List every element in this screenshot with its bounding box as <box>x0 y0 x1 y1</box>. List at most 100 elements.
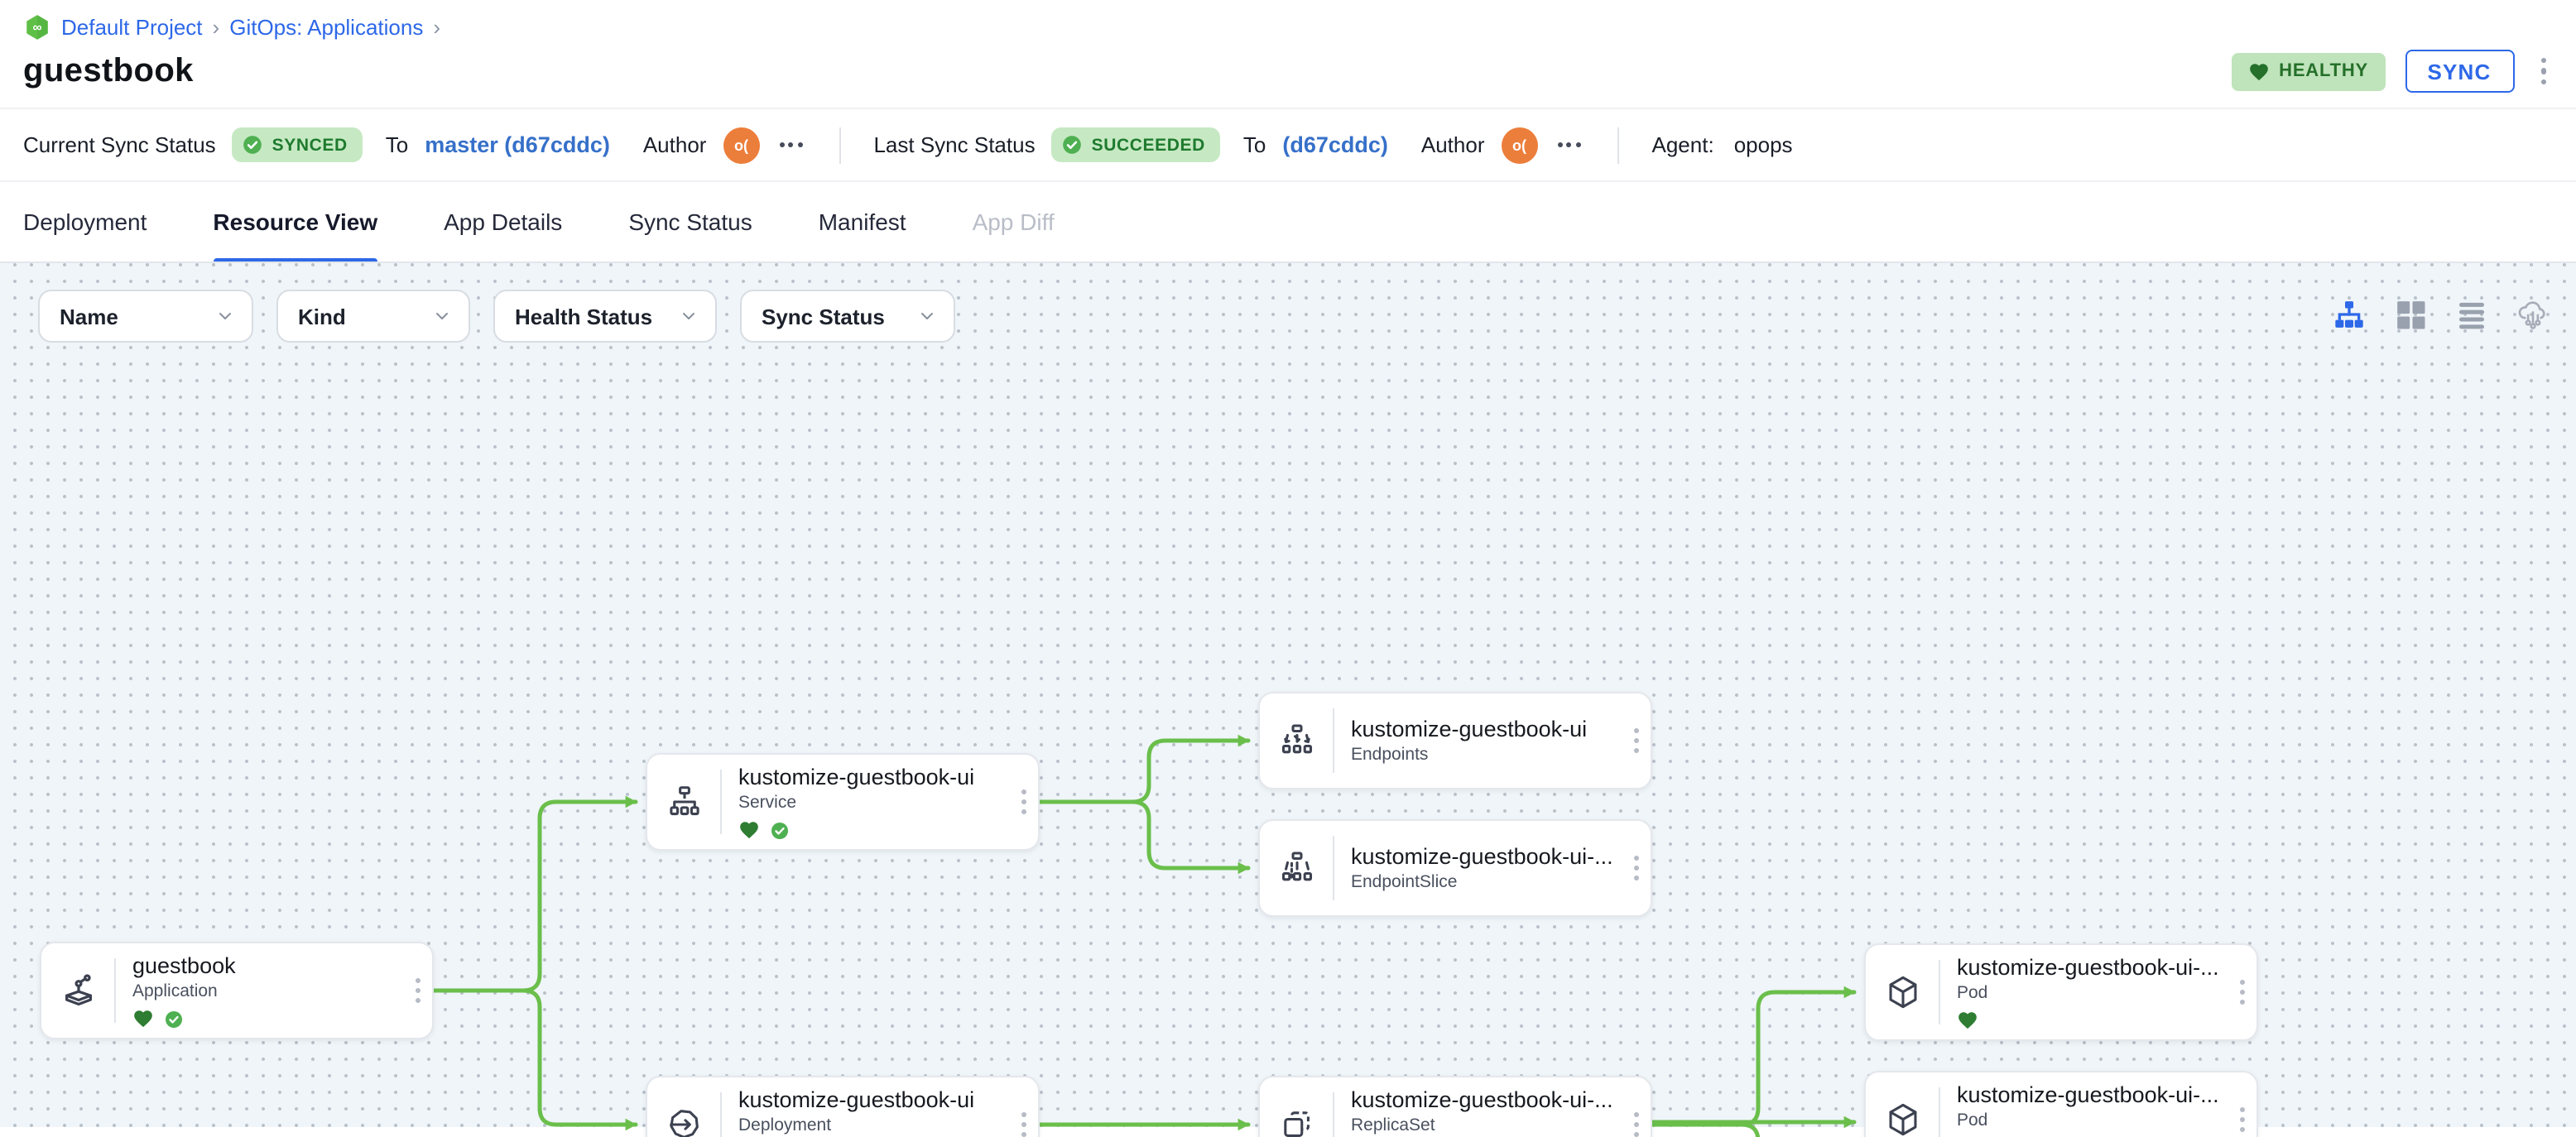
node-title: kustomize-guestbook-ui <box>738 765 975 789</box>
healthy-heart-icon <box>1958 1012 1977 1029</box>
node-divider <box>1939 960 1940 1024</box>
endpointslice-icon <box>1260 821 1333 915</box>
header-kebab-menu-icon[interactable] <box>2534 55 2553 89</box>
filter-kind-dropdown[interactable]: Kind <box>276 290 470 343</box>
filter-name-dropdown[interactable]: Name <box>38 290 253 343</box>
node-kebab-icon[interactable] <box>1621 1077 1651 1137</box>
node-kind: Endpoints <box>1351 745 1429 765</box>
node-title: kustomize-guestbook-ui <box>738 1087 975 1112</box>
node-kebab-icon[interactable] <box>2227 945 2256 1039</box>
filter-health-status-label: Health Status <box>515 304 653 329</box>
list-view-icon[interactable] <box>2455 298 2488 331</box>
breadcrumb-link-gitops-applications[interactable]: GitOps: Applications <box>229 15 424 40</box>
filter-sync-status-dropdown[interactable]: Sync Status <box>740 290 955 343</box>
cloud-deploy-view-icon[interactable] <box>2516 298 2550 331</box>
last-author-label: Author <box>1420 132 1485 157</box>
divider <box>1617 127 1619 163</box>
tab-deployment[interactable]: Deployment <box>23 209 147 235</box>
sync-button[interactable]: SYNC <box>2405 50 2514 93</box>
graph-node-replicaset[interactable]: kustomize-guestbook-ui-...ReplicaSet <box>1258 1076 1652 1137</box>
breadcrumb-separator: › <box>433 15 441 40</box>
hierarchy-view-icon[interactable] <box>2333 298 2366 331</box>
view-toggles <box>2333 298 2550 331</box>
healthy-heart-icon <box>134 1010 152 1028</box>
filter-sync-status-label: Sync Status <box>762 304 885 329</box>
last-author-avatar: o( <box>1501 127 1538 163</box>
tab-app-details[interactable]: App Details <box>444 209 563 235</box>
page-title: guestbook <box>23 52 194 89</box>
pod-icon <box>1866 1072 1939 1137</box>
current-sync-badge-label: SYNCED <box>272 135 348 155</box>
node-title: kustomize-guestbook-ui <box>1351 717 1588 741</box>
graph-node-endpointslice[interactable]: kustomize-guestbook-ui-... EndpointSlice <box>1258 819 1652 917</box>
current-sync-status-label: Current Sync Status <box>23 132 216 157</box>
chevron-down-icon <box>219 313 231 319</box>
node-kind: Pod <box>1957 1111 1988 1130</box>
node-kebab-icon[interactable] <box>1008 755 1038 849</box>
current-author-avatar: o( <box>723 127 760 163</box>
chevron-down-icon <box>436 313 448 319</box>
breadcrumb-link-project[interactable]: Default Project <box>61 15 203 40</box>
endpoints-icon <box>1260 693 1333 788</box>
node-kind: EndpointSlice <box>1351 872 1458 892</box>
node-title: kustomize-guestbook-ui-... <box>1957 955 2219 980</box>
node-kebab-icon[interactable] <box>1008 1077 1038 1137</box>
node-kind: Service <box>738 793 797 813</box>
node-kebab-icon[interactable] <box>402 943 432 1038</box>
node-kebab-icon[interactable] <box>1621 821 1651 915</box>
tab-app-diff: App Diff <box>972 209 1055 235</box>
tab-manifest[interactable]: Manifest <box>818 209 906 235</box>
node-kind: Application <box>132 981 218 1001</box>
node-kebab-icon[interactable] <box>1621 693 1651 788</box>
gitops-infinity-icon: ∞ <box>23 13 51 41</box>
graph-node-pod[interactable]: kustomize-guestbook-ui-...Pod <box>1864 1071 2258 1137</box>
current-commit-more-icon[interactable] <box>776 137 805 152</box>
agent-value: opops <box>1733 132 1793 157</box>
node-divider <box>1333 708 1334 773</box>
tab-bar: Deployment Resource View App Details Syn… <box>0 182 2576 263</box>
deployment-icon <box>647 1077 720 1137</box>
node-divider <box>1333 1092 1334 1137</box>
last-sync-status-label: Last Sync Status <box>873 132 1036 157</box>
heart-icon <box>2249 63 2267 80</box>
node-divider <box>1333 836 1334 900</box>
last-commit-link[interactable]: (d67cddc) <box>1282 132 1388 157</box>
check-circle-icon <box>243 136 262 154</box>
synced-check-icon <box>166 1010 182 1027</box>
filter-health-status-dropdown[interactable]: Health Status <box>493 290 717 343</box>
last-commit-more-icon[interactable] <box>1555 137 1584 152</box>
tab-sync-status[interactable]: Sync Status <box>628 209 752 235</box>
current-author-label: Author <box>642 132 707 157</box>
node-title: kustomize-guestbook-ui-... <box>1351 844 1613 869</box>
node-title: guestbook <box>132 953 236 978</box>
node-status-icons <box>738 819 1002 841</box>
node-kebab-icon[interactable] <box>2227 1072 2256 1137</box>
current-to-label: To <box>385 132 409 157</box>
last-to-label: To <box>1242 132 1266 157</box>
pod-icon <box>1866 945 1939 1039</box>
filter-name-label: Name <box>60 304 118 329</box>
node-divider <box>1939 1087 1940 1137</box>
graph-node-pod[interactable]: kustomize-guestbook-ui-...Pod <box>1864 943 2258 1041</box>
node-kind: ReplicaSet <box>1351 1115 1435 1135</box>
node-kind: Deployment <box>738 1115 832 1135</box>
synced-check-icon <box>771 822 788 838</box>
replicaset-icon <box>1260 1077 1333 1137</box>
current-sync-status-badge: SYNCED <box>232 127 363 162</box>
current-commit-link[interactable]: master (d67cddc) <box>425 132 610 157</box>
tab-resource-view[interactable]: Resource View <box>213 182 378 261</box>
last-sync-status-badge: SUCCEEDED <box>1051 127 1220 162</box>
divider <box>839 127 841 163</box>
breadcrumb: ∞ Default Project › GitOps: Applications… <box>23 13 2553 41</box>
filter-row: Name Kind Health Status Sync Status <box>38 290 955 343</box>
agent-label: Agent: <box>1651 132 1714 157</box>
page-header: ∞ Default Project › GitOps: Applications… <box>0 0 2576 93</box>
chevron-down-icon <box>921 313 933 319</box>
grid-view-icon[interactable] <box>2394 298 2427 331</box>
